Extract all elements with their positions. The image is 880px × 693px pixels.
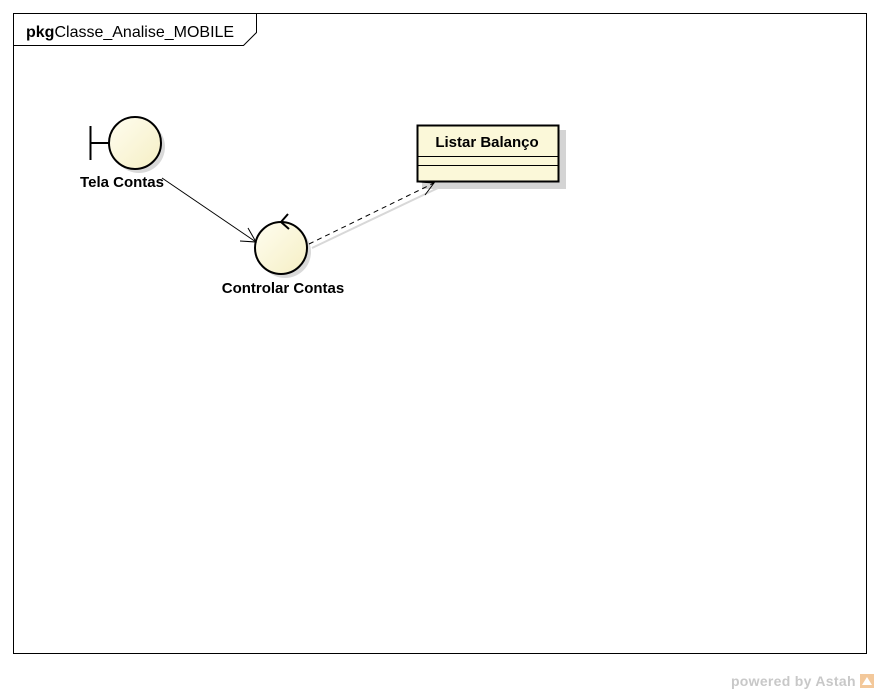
watermark-text: powered by Astah [730,673,856,689]
frame-name-tab [13,13,257,46]
arrow-head-icon [418,181,435,196]
relation-control-to-class[interactable] [308,181,439,249]
boundary-tela-contas[interactable]: Tela Contas [80,116,165,191]
relation-shadow [311,187,439,249]
class-listar-balanco[interactable]: Listar Balanço [416,124,567,190]
control-icon [254,221,308,275]
control-controlar-contas[interactable]: Controlar Contas [222,213,345,297]
boundary-label: Tela Contas [80,174,164,191]
control-arrow-icon [279,213,290,230]
frame-name: Classe_Analise_MOBILE [54,24,234,41]
frame-keyword: pkg [26,24,54,41]
svg-text:pkgClasse_Analise_MOBILE: pkgClasse_Analise_MOBILE [26,24,234,41]
package-frame[interactable]: pkgClasse_Analise_MOBILE [13,13,867,654]
relation-boundary-to-control[interactable] [161,177,257,243]
powered-by-watermark: powered by Astah [731,673,874,689]
boundary-icon [108,116,162,170]
control-label: Controlar Contas [222,280,345,297]
class-box [416,124,560,183]
astah-logo-icon [860,674,874,688]
arrow-head-icon [239,227,257,243]
class-name: Listar Balanço [435,134,538,151]
